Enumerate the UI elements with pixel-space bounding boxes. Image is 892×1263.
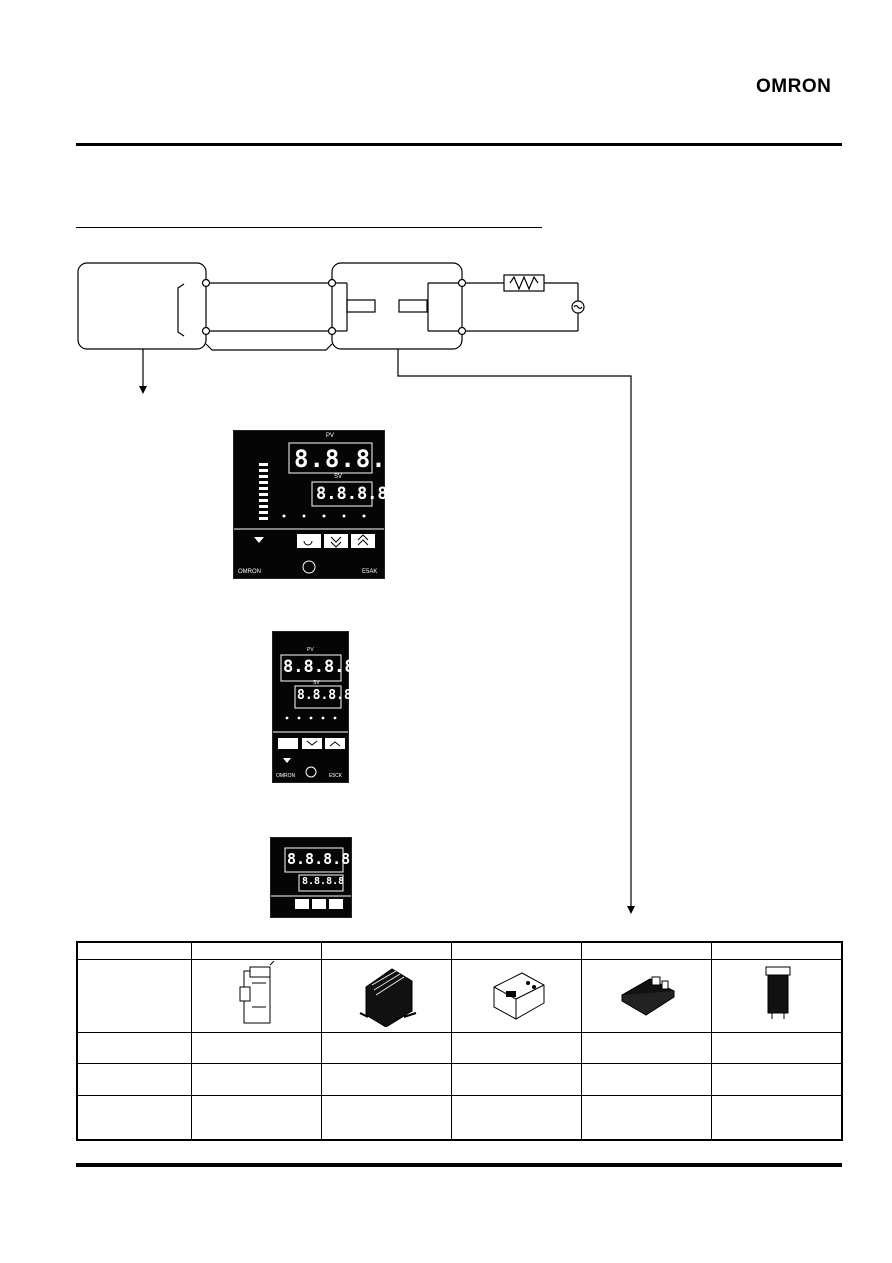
controller-output-bracket	[177, 283, 185, 337]
ssr-output-element	[398, 299, 428, 313]
table-cell	[581, 1094, 713, 1141]
brand-label: OMRON	[276, 773, 296, 779]
pv-display: 8.8.8.8	[294, 445, 403, 473]
sv-tag: SV	[334, 474, 343, 480]
wiring-diagram	[77, 262, 635, 914]
ssr-block	[331, 262, 463, 350]
controller-e5ck: 8.8.8.8 8.8.8.8 PV SV OMRON E5CK	[272, 631, 355, 783]
table-cell	[581, 958, 713, 1033]
table-cell	[76, 1094, 192, 1141]
header-rule	[76, 143, 842, 146]
table-cell	[711, 1094, 843, 1141]
ssr-table	[76, 941, 843, 1141]
table-row	[76, 1094, 843, 1141]
table-cell	[451, 1094, 583, 1141]
table-cell	[321, 1094, 453, 1141]
table-cell	[190, 1031, 323, 1064]
table-cell	[76, 1062, 192, 1096]
pv-tag: PV	[307, 647, 314, 653]
table-cell	[711, 1062, 843, 1096]
table-cell	[190, 958, 323, 1033]
table-row	[76, 1062, 843, 1096]
pv-display: 8.8.8.8	[287, 850, 351, 868]
footer-rule	[76, 1163, 842, 1167]
model-label: E5CK	[329, 773, 343, 779]
sv-display: 8.8.8.8	[316, 484, 388, 504]
ssr-input-element	[346, 299, 376, 313]
ssr-socket-icon	[765, 966, 791, 1019]
table-header-cell	[321, 941, 453, 960]
table-cell	[451, 1031, 583, 1064]
table-cell	[711, 958, 843, 1033]
ssr-heat-sink-icon	[359, 968, 416, 1028]
table-header-cell	[581, 941, 713, 960]
controller-compact: 8.8.8.8 8.8.8.8	[270, 837, 352, 918]
ssr-compact-icon	[620, 976, 675, 1016]
table-cell	[321, 1031, 453, 1064]
ssr-panel-mount-icon	[493, 972, 545, 1020]
table-cell	[76, 1031, 192, 1064]
sv-display: 8.8.8.8	[297, 688, 352, 703]
controller-e5ak: 8.8.8.8 8.8.8.8 PV SV OMRON E5AK	[233, 430, 401, 579]
table-header-cell	[190, 941, 323, 960]
table-cell	[711, 1031, 843, 1064]
table-header-cell	[76, 941, 192, 960]
pv-tag: PV	[326, 433, 335, 439]
table-row	[76, 1031, 843, 1064]
table-cell	[190, 1094, 323, 1141]
sv-tag: SV	[313, 680, 320, 686]
arrow-to-ssr-table	[627, 906, 635, 914]
table-cell	[190, 1062, 323, 1096]
table-cell	[581, 1062, 713, 1096]
ssr-din-rail-icon	[239, 960, 274, 1024]
brand-label: OMRON	[238, 569, 261, 575]
table-row	[76, 958, 843, 1033]
table-header-cell	[451, 941, 583, 960]
table-cell	[581, 1031, 713, 1064]
table-cell	[76, 958, 192, 1033]
pv-display: 8.8.8.8	[283, 657, 355, 677]
omron-logo: OMRON	[756, 76, 832, 97]
model-label: E5AK	[362, 569, 378, 575]
table-header-cell	[711, 941, 843, 960]
table-cell	[321, 1062, 453, 1096]
table-cell	[451, 1062, 583, 1096]
sv-display: 8.8.8.8	[302, 876, 345, 887]
controller-block	[77, 262, 207, 350]
table-cell	[451, 958, 583, 1033]
arrow-to-controllers	[139, 386, 147, 394]
table-cell	[321, 958, 453, 1033]
section-title-underline	[76, 227, 542, 228]
